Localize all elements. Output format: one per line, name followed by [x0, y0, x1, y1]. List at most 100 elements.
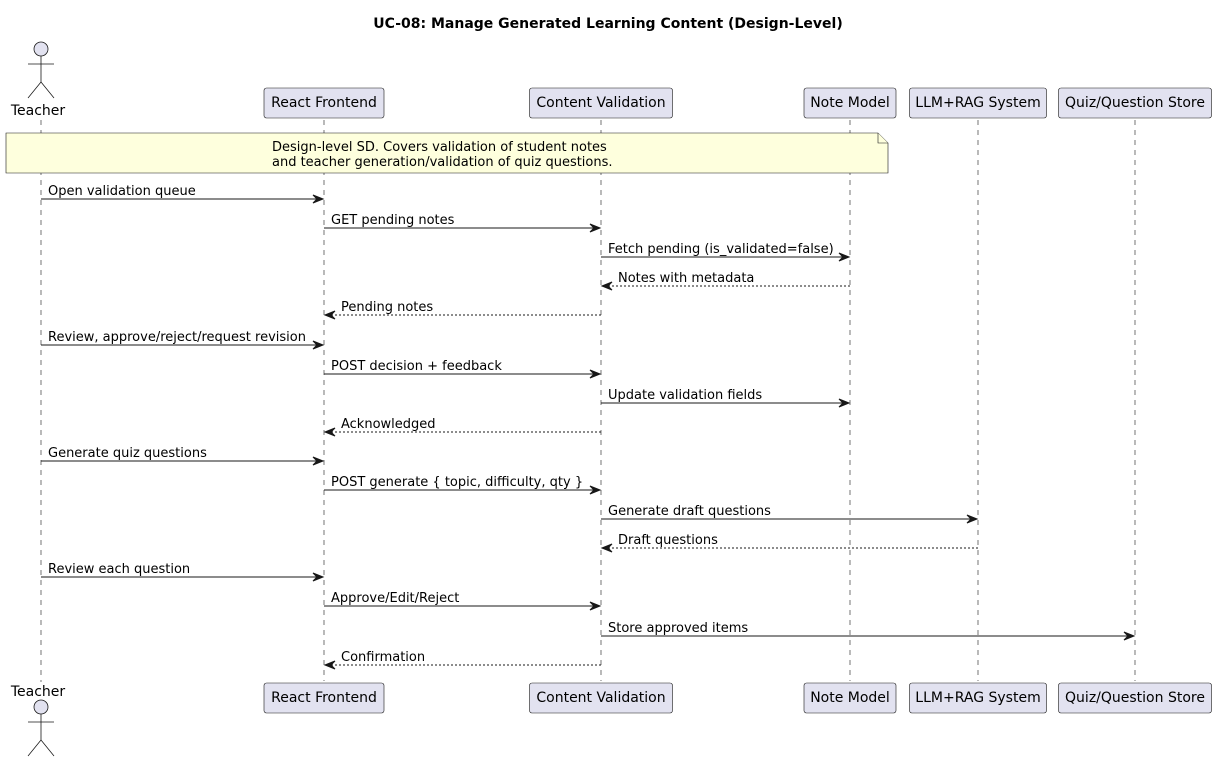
arrowhead-icon — [323, 310, 336, 320]
arrowhead-icon — [589, 601, 602, 611]
message: Acknowledged — [323, 417, 601, 437]
message-label: Acknowledged — [341, 417, 436, 432]
arrowhead-icon — [966, 514, 979, 524]
participant-label: Quiz/Question Store — [1065, 690, 1205, 706]
message: Pending notes — [323, 300, 601, 320]
participant-llm-bottom: LLM+RAG System — [909, 682, 1047, 714]
message-label: POST generate { topic, difficulty, qty } — [331, 475, 583, 490]
message-label: POST decision + feedback — [331, 359, 502, 374]
message-label: Review, approve/reject/request revision — [48, 330, 306, 345]
message-label: Approve/Edit/Reject — [331, 591, 459, 606]
arrowhead-icon — [323, 660, 336, 670]
message-label: Notes with metadata — [618, 271, 754, 286]
participant-box — [803, 682, 897, 714]
message: Store approved items — [601, 621, 1136, 641]
arrowhead-icon — [1123, 631, 1136, 641]
participant-note-top: Note Model — [803, 87, 897, 119]
participant-note-bottom: Note Model — [803, 682, 897, 714]
actor-leg-icon — [27, 81, 42, 99]
message-label: GET pending notes — [331, 213, 455, 228]
participant-label: React Frontend — [271, 95, 377, 111]
message-label: Open validation queue — [48, 184, 196, 199]
message: Generate quiz questions — [41, 446, 325, 466]
message: Fetch pending (is_validated=false) — [601, 242, 851, 262]
message-label: Store approved items — [608, 621, 748, 636]
participant-label: Note Model — [810, 95, 890, 111]
arrowhead-icon — [589, 223, 602, 233]
note-fold-icon — [877, 133, 888, 144]
message: Open validation queue — [41, 184, 325, 204]
actor-leg-icon — [40, 739, 55, 757]
message: POST generate { topic, difficulty, qty } — [324, 475, 602, 495]
message-label: Pending notes — [341, 300, 433, 315]
arrowhead-icon — [312, 340, 325, 350]
message-label: Update validation fields — [608, 388, 762, 403]
message: POST decision + feedback — [324, 359, 602, 379]
arrowhead-icon — [589, 369, 602, 379]
participant-label: LLM+RAG System — [915, 690, 1040, 706]
message: GET pending notes — [324, 213, 602, 233]
arrowhead-icon — [838, 398, 851, 408]
actor-head-icon — [33, 699, 49, 715]
arrowhead-icon — [838, 252, 851, 262]
participant-box — [1058, 682, 1212, 714]
participant-box — [529, 682, 673, 714]
actor-head-icon — [33, 41, 49, 57]
participant-frontend-top: React Frontend — [263, 87, 385, 119]
participant-box — [529, 87, 673, 119]
diagram-title: UC-08: Manage Generated Learning Content… — [373, 16, 842, 32]
participant-box — [909, 87, 1047, 119]
message-label: Generate quiz questions — [48, 446, 207, 461]
participant-box — [803, 87, 897, 119]
participant-label: Quiz/Question Store — [1065, 95, 1205, 111]
note-box — [5, 132, 889, 174]
message-label: Review each question — [48, 562, 190, 577]
note-line: Design-level SD. Covers validation of st… — [272, 140, 607, 155]
actor-leg-icon — [27, 739, 42, 757]
message-label: Draft questions — [618, 533, 718, 548]
arrowhead-icon — [589, 485, 602, 495]
participant-box — [909, 682, 1047, 714]
message: Draft questions — [600, 533, 978, 553]
actor-teacher-top: Teacher — [10, 41, 66, 119]
message: Confirmation — [323, 650, 601, 670]
message-label: Generate draft questions — [608, 504, 771, 519]
arrowhead-icon — [600, 281, 613, 291]
actor-leg-icon — [40, 81, 55, 99]
participant-label: LLM+RAG System — [915, 95, 1040, 111]
arrowhead-icon — [600, 543, 613, 553]
participant-validation-bottom: Content Validation — [529, 682, 673, 714]
participant-label: Note Model — [810, 690, 890, 706]
participant-box — [1058, 87, 1212, 119]
arrowhead-icon — [312, 572, 325, 582]
participant-label: React Frontend — [271, 690, 377, 706]
arrowhead-icon — [312, 456, 325, 466]
note-line: and teacher generation/validation of qui… — [272, 155, 613, 170]
participant-box — [263, 87, 385, 119]
message: Generate draft questions — [601, 504, 979, 524]
message: Review each question — [41, 562, 325, 582]
message: Review, approve/reject/request revision — [41, 330, 325, 350]
participant-label: Content Validation — [536, 95, 665, 111]
participant-llm-top: LLM+RAG System — [909, 87, 1047, 119]
participant-frontend-bottom: React Frontend — [263, 682, 385, 714]
participant-store-bottom: Quiz/Question Store — [1058, 682, 1212, 714]
arrowhead-icon — [312, 194, 325, 204]
message-label: Confirmation — [341, 650, 425, 665]
message: Update validation fields — [601, 388, 851, 408]
participant-validation-top: Content Validation — [529, 87, 673, 119]
participant-store-top: Quiz/Question Store — [1058, 87, 1212, 119]
message-label: Fetch pending (is_validated=false) — [608, 242, 834, 257]
message: Approve/Edit/Reject — [324, 591, 602, 611]
lifelines — [40, 120, 1136, 682]
actor-label: Teacher — [10, 684, 66, 700]
actor-label: Teacher — [10, 103, 66, 119]
message: Notes with metadata — [600, 271, 850, 291]
note: Design-level SD. Covers validation of st… — [5, 132, 889, 174]
participant-box — [263, 682, 385, 714]
actor-teacher-bottom: Teacher — [10, 684, 66, 757]
arrowhead-icon — [323, 427, 336, 437]
